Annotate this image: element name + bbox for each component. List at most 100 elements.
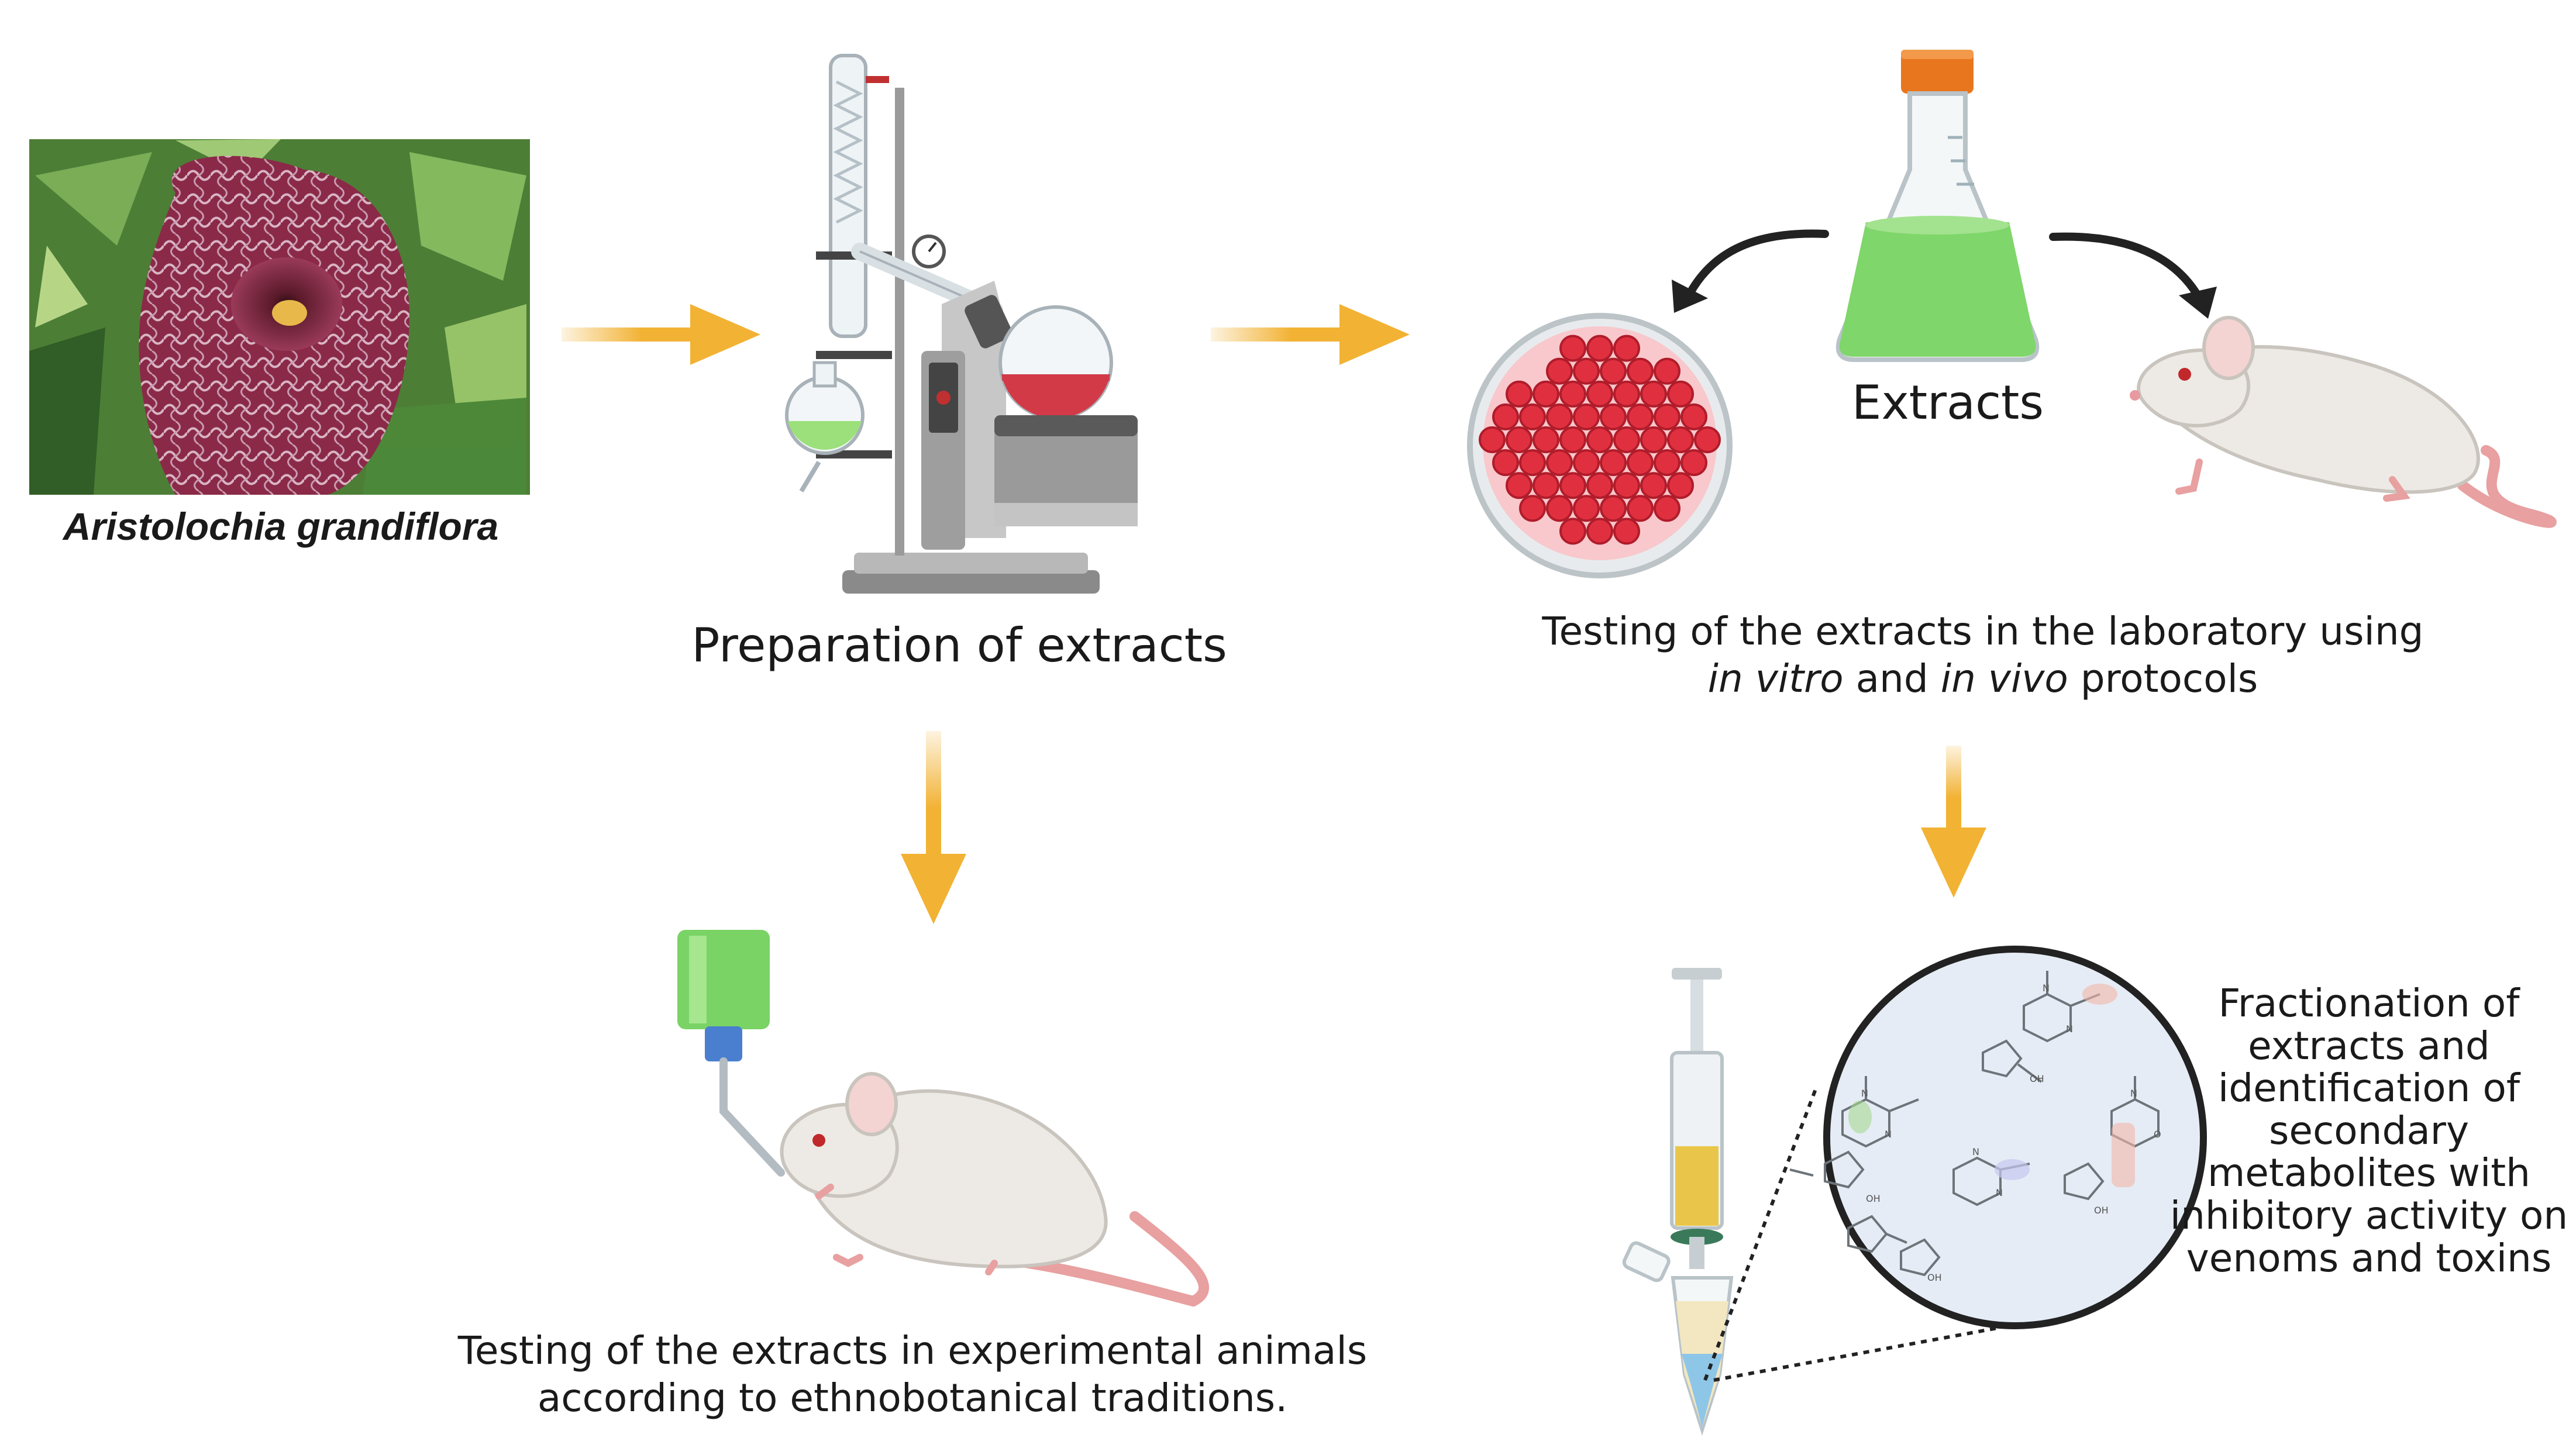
laboratory-testing-label: Testing of the extracts in the laborator…: [1474, 608, 2492, 702]
svg-text:N: N: [1972, 1146, 1979, 1157]
red-cell: [1680, 449, 1707, 477]
red-cell: [1532, 380, 1559, 408]
svg-text:N: N: [2130, 1088, 2137, 1099]
svg-text:N: N: [2066, 1023, 2073, 1035]
microtube-icon: [1622, 1241, 1734, 1436]
red-cell: [1546, 403, 1573, 430]
red-cell: [1559, 518, 1586, 545]
svg-text:OH: OH: [1927, 1272, 1942, 1283]
red-cell: [1654, 449, 1680, 477]
arrow-photo-to-evaporator: [562, 304, 760, 365]
red-cell: [1519, 495, 1546, 522]
red-cell: [1613, 426, 1640, 453]
red-cell: [1492, 403, 1519, 430]
red-cell: [1586, 380, 1613, 408]
red-cell: [1640, 426, 1667, 453]
red-cell: [1519, 403, 1546, 430]
red-cell: [1586, 426, 1613, 453]
red-cell: [1546, 357, 1573, 385]
svg-text:O: O: [2154, 1129, 2161, 1140]
red-cell: [1627, 357, 1654, 385]
fractionation-label: Fractionation of extracts and identifica…: [2169, 981, 2568, 1281]
red-cell: [1586, 472, 1613, 499]
red-cell: [1559, 472, 1586, 499]
red-cell: [1654, 495, 1680, 522]
animal-testing-line2: according to ethnobotanical traditions.: [537, 1375, 1288, 1420]
drinking-mouse-icon: [780, 1072, 1210, 1307]
red-cell: [1573, 357, 1600, 385]
red-cell: [1613, 472, 1640, 499]
extracts-label: Extracts: [1851, 375, 2044, 430]
red-cell: [1600, 357, 1627, 385]
preparation-label: Preparation of extracts: [691, 618, 1227, 673]
red-cell: [1573, 403, 1600, 430]
svg-text:N: N: [1885, 1129, 1892, 1140]
curved-arrow-left: [1672, 229, 1829, 313]
mouse-icon: [2130, 316, 2557, 528]
animal-testing-line1: Testing of the extracts in experimental …: [457, 1328, 1368, 1373]
and-text: and: [1843, 656, 1941, 701]
red-cell: [1627, 495, 1654, 522]
red-cell: [1586, 518, 1613, 545]
erlenmeyer-flask-icon: [1835, 50, 2040, 362]
red-cell: [1640, 380, 1667, 408]
red-cell: [1613, 518, 1640, 545]
flower-photo: [29, 139, 530, 495]
red-cell: [1506, 380, 1532, 408]
red-cell: [1667, 426, 1694, 453]
arrow-preparation-down: [901, 731, 966, 924]
svg-text:OH: OH: [2094, 1205, 2109, 1216]
red-cell: [1667, 380, 1694, 408]
red-cell: [1627, 449, 1654, 477]
red-cell: [1479, 426, 1506, 453]
arrow-evaporator-to-testing: [1211, 304, 1410, 365]
svg-text:N: N: [2043, 982, 2050, 994]
red-cell: [1654, 403, 1680, 430]
molecule-magnifier-icon: N N N N N O N N OH OH OH OH: [1789, 946, 2207, 1329]
red-cell: [1546, 495, 1573, 522]
curved-arrow-right: [2049, 232, 2217, 319]
red-cell: [1519, 449, 1546, 477]
zoom-lines: [1703, 1087, 2001, 1382]
red-cell: [1613, 335, 1640, 362]
in-vitro-text: in vitro: [1707, 656, 1844, 701]
species-label: Aristolochia grandiflora: [63, 505, 499, 548]
red-cell: [1573, 495, 1600, 522]
red-cell: [1600, 403, 1627, 430]
red-cell: [1532, 426, 1559, 453]
red-cell: [1492, 449, 1519, 477]
petri-dish-icon: [1467, 313, 1733, 578]
rotary-evaporator-icon: [785, 54, 1138, 594]
water-bottle-icon: [677, 930, 785, 1177]
red-cell: [1600, 495, 1627, 522]
red-cell: [1600, 449, 1627, 477]
red-cell: [1506, 426, 1532, 453]
red-cell: [1532, 472, 1559, 499]
svg-text:N: N: [1861, 1088, 1868, 1099]
svg-text:N: N: [1996, 1187, 2003, 1198]
svg-text:OH: OH: [2030, 1073, 2044, 1084]
in-vivo-text: in vivo: [1940, 656, 2068, 701]
red-cell: [1640, 472, 1667, 499]
arrow-laboratory-down: [1921, 746, 1986, 898]
svg-text:OH: OH: [1866, 1193, 1881, 1204]
syringe-icon: [1670, 968, 1724, 1269]
red-cell: [1559, 335, 1586, 362]
red-cell: [1667, 472, 1694, 499]
laboratory-testing-line1: Testing of the extracts in the laborator…: [1542, 609, 2424, 654]
red-cell: [1546, 449, 1573, 477]
red-cell: [1627, 403, 1654, 430]
animal-testing-label: Testing of the extracts in experimental …: [398, 1328, 1427, 1422]
red-cell: [1573, 449, 1600, 477]
protocols-text: protocols: [2068, 656, 2258, 701]
red-cell: [1694, 426, 1721, 453]
red-cell: [1680, 403, 1707, 430]
laboratory-testing-line2: in vitro and in vivo protocols: [1474, 656, 2492, 703]
red-cell: [1613, 380, 1640, 408]
red-cell: [1654, 357, 1680, 385]
red-cell: [1586, 335, 1613, 362]
red-cell: [1506, 472, 1532, 499]
red-cell: [1559, 380, 1586, 408]
red-cell: [1559, 426, 1586, 453]
